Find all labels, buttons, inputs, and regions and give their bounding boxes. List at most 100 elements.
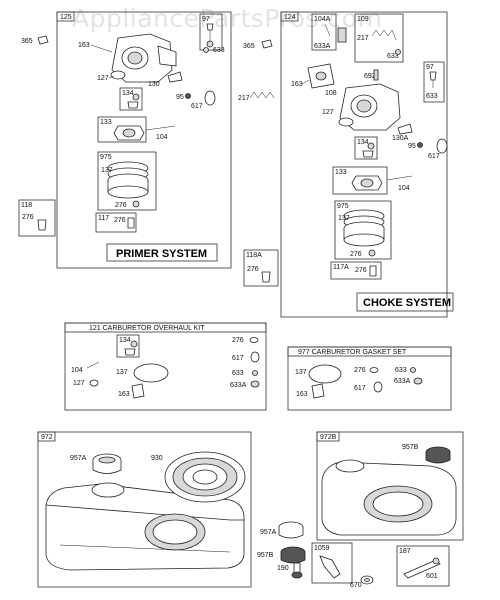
part-187-box: 187 601 xyxy=(396,545,450,587)
primer-part-276 xyxy=(132,200,140,208)
choke-label-163: 163 xyxy=(291,81,303,88)
kit-label-137: 137 xyxy=(116,369,128,376)
gasket-label-633: 633 xyxy=(395,367,407,374)
choke-part-95 xyxy=(417,142,423,148)
fuel-cap-957a xyxy=(92,453,122,474)
choke-label-133: 133 xyxy=(335,169,347,176)
gasket-part-163 xyxy=(311,383,325,399)
kit-label-276: 276 xyxy=(232,337,244,344)
choke-label-276: 276 xyxy=(350,251,362,258)
choke-label-633a: 633A xyxy=(314,43,331,50)
choke-carburetor-body xyxy=(338,83,401,131)
fuel-tank-972-frame xyxy=(37,431,252,588)
kit-part-633 xyxy=(252,370,258,376)
choke-part-133-box: 133 xyxy=(332,166,388,195)
primer-label-133: 133 xyxy=(100,119,112,126)
primer-carburetor-body xyxy=(110,33,177,83)
primer-label-633: 633 xyxy=(213,47,225,54)
primer-label-134: 134 xyxy=(122,90,134,97)
watermark-text: AppliancePartsPros.com xyxy=(72,4,382,33)
fuel-tank-972b-group: 972B 957B xyxy=(316,431,464,541)
kit-part-134-box: 134 xyxy=(116,334,140,358)
gasket-label-617: 617 xyxy=(354,385,366,392)
choke-label-217: 217 xyxy=(357,35,369,42)
primer-label-276b: 276 xyxy=(114,217,126,224)
primer-label-117: 117 xyxy=(98,215,109,222)
choke-label-692: 692 xyxy=(364,73,376,80)
overhaul-kit-group: 121 CARBURETOR OVERHAUL KIT 134 276 617 … xyxy=(64,322,267,411)
primer-group-number-box xyxy=(56,11,75,22)
fuel-tank-972b-number: 972B xyxy=(320,434,337,441)
kit-part-617 xyxy=(250,351,260,363)
primer-part-117-box: 117 276 xyxy=(95,212,137,233)
label-670: 670 xyxy=(350,582,362,589)
choke-part-692 xyxy=(373,69,379,81)
choke-part-97-box: 97 633 xyxy=(423,61,445,103)
gasket-label-276: 276 xyxy=(354,367,366,374)
gasket-part-137 xyxy=(308,364,342,384)
label-957a-loose: 957A xyxy=(260,529,277,536)
choke-label-134: 134 xyxy=(357,139,369,146)
tank-label-930: 930 xyxy=(151,455,163,462)
primer-label-137: 137 xyxy=(101,167,113,174)
choke-label-104a: 104A xyxy=(314,16,331,23)
choke-label-97: 97 xyxy=(426,64,434,71)
primer-label-617: 617 xyxy=(191,103,203,110)
primer-label-127: 127 xyxy=(97,75,109,82)
kit-part-633a xyxy=(250,380,260,388)
choke-group-number-box xyxy=(280,11,299,22)
fuel-tank-972b-number-box xyxy=(316,431,340,442)
label-365-left: 365 xyxy=(21,38,33,45)
primer-part-130 xyxy=(167,71,183,83)
gasket-label-633a: 633A xyxy=(394,378,411,385)
primer-part-617 xyxy=(204,90,216,106)
primer-part-975-box: 975 xyxy=(97,151,157,211)
part-118-box: 118 276 xyxy=(18,199,56,237)
fuel-cap-957b-loose xyxy=(280,546,306,564)
choke-part-975-box: 975 xyxy=(334,200,392,260)
gasket-label-163: 163 xyxy=(296,391,308,398)
part-190-fitting xyxy=(291,562,303,579)
choke-label-617: 617 xyxy=(428,153,440,160)
kit-part-137 xyxy=(133,363,169,383)
fuel-cap-957a-loose xyxy=(278,521,304,539)
label-118: 118 xyxy=(21,202,32,209)
primer-part-134-box: 134 xyxy=(119,87,143,111)
label-187: 187 xyxy=(399,548,411,555)
choke-part-117a-box: 117A 276 xyxy=(330,261,382,280)
choke-label-130a: 130A xyxy=(392,135,409,142)
choke-system-group: 124 CHOKE SYSTEM 104A 633A 109 217 633 6… xyxy=(280,11,454,318)
label-118-276: 276 xyxy=(22,214,34,221)
primer-system-frame xyxy=(56,11,232,269)
choke-label-975: 975 xyxy=(337,203,349,210)
gasket-label-137: 137 xyxy=(295,369,307,376)
choke-label-633: 633 xyxy=(387,53,399,60)
choke-label-109: 109 xyxy=(357,16,369,23)
tank-label-957a: 957A xyxy=(70,455,87,462)
primer-label-130: 130 xyxy=(148,81,160,88)
fuel-tank-972-group: 972 957A 930 xyxy=(37,431,252,588)
overhaul-kit-title-box xyxy=(64,322,267,333)
primer-label-95: 95 xyxy=(176,94,184,101)
tankb-label-957b: 957B xyxy=(402,444,419,451)
fuel-cap-957b xyxy=(425,446,451,464)
primer-label-276: 276 xyxy=(115,202,127,209)
primer-part-97-box: 97 xyxy=(199,13,223,51)
kit-label-633a: 633A xyxy=(230,382,247,389)
choke-group-number: 124 xyxy=(284,14,296,21)
choke-label-117a: 117A xyxy=(333,264,349,271)
choke-part-109-box: 109 217 633 xyxy=(354,13,404,63)
choke-label-633b: 633 xyxy=(426,93,438,100)
choke-label-95: 95 xyxy=(408,143,416,150)
primer-part-95 xyxy=(185,93,191,99)
kit-label-633: 633 xyxy=(232,370,244,377)
gasket-set-title: 977 CARBURETOR GASKET SET xyxy=(298,349,407,356)
choke-part-104a-box: 104A 633A xyxy=(311,13,347,51)
choke-label-104: 104 xyxy=(398,185,410,192)
primer-caption-box xyxy=(106,243,218,262)
label-190: 190 xyxy=(277,565,289,572)
part-365-right xyxy=(261,39,273,49)
part-670-bushing xyxy=(360,575,374,585)
label-957b-loose: 957B xyxy=(257,552,274,559)
